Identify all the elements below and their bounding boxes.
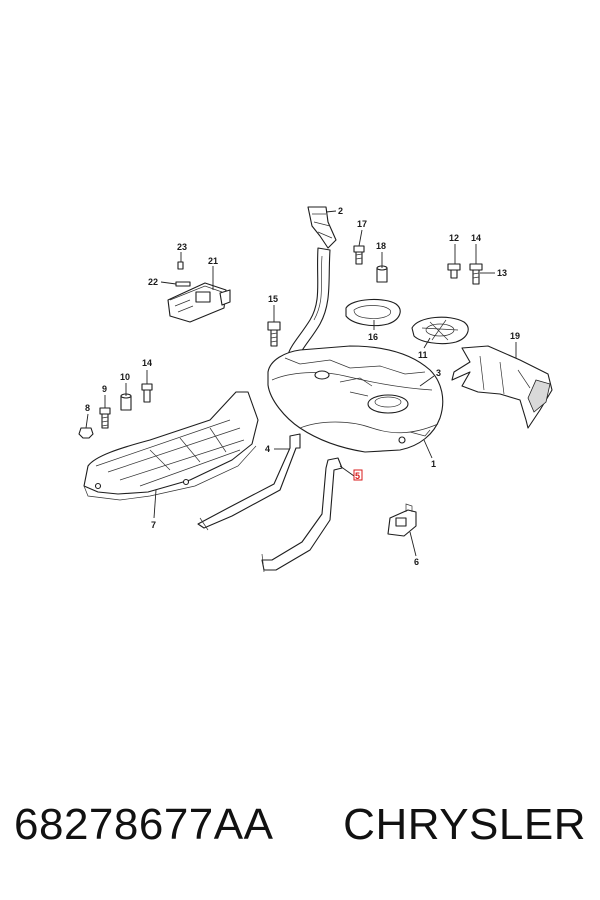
screw-part-12[interactable] — [447, 263, 461, 279]
fuel-tank-part-1[interactable] — [267, 345, 444, 453]
callout-5-highlight-box — [353, 469, 363, 481]
bolt-part-14-right[interactable] — [469, 263, 483, 285]
bolt-part-14-left[interactable] — [141, 383, 153, 403]
callout-18: 18 — [376, 241, 386, 251]
callout-22: 22 — [148, 277, 158, 287]
module-part-21[interactable] — [167, 282, 231, 323]
callout-15: 15 — [268, 294, 278, 304]
spacer-part-10[interactable] — [120, 393, 132, 411]
leader-lines — [85, 210, 517, 557]
exploded-parts-diagram: 23 22 21 2 17 18 12 14 13 15 16 11 19 3 … — [78, 206, 553, 573]
callout-4: 4 — [265, 444, 270, 454]
brand-name: CHRYSLER — [343, 800, 586, 849]
bolt-part-22[interactable] — [175, 281, 191, 287]
strap-part-4[interactable] — [197, 433, 301, 531]
callout-17: 17 — [357, 219, 367, 229]
callout-6: 6 — [414, 557, 419, 567]
callout-19: 19 — [510, 331, 520, 341]
callout-9: 9 — [102, 384, 107, 394]
lock-ring-part-16[interactable] — [345, 299, 401, 327]
callout-1: 1 — [431, 459, 436, 469]
callout-16: 16 — [368, 332, 378, 342]
callout-3: 3 — [436, 368, 441, 378]
callout-13: 13 — [497, 268, 507, 278]
callout-2: 2 — [338, 206, 343, 216]
callout-12: 12 — [449, 233, 459, 243]
callout-11: 11 — [418, 350, 428, 360]
part-number: 68278677AA — [14, 800, 274, 849]
callout-7: 7 — [151, 520, 156, 530]
callout-5: 5 — [355, 471, 360, 481]
callout-21: 21 — [208, 256, 218, 266]
clip-part-6[interactable] — [387, 503, 417, 537]
strap-part-5[interactable] — [261, 457, 343, 573]
bolt-part-9[interactable] — [99, 407, 111, 429]
nut-part-8[interactable] — [78, 427, 94, 439]
spacer-part-18[interactable] — [376, 265, 388, 283]
screw-part-17[interactable] — [353, 245, 365, 265]
screw-part-23[interactable] — [177, 261, 184, 270]
filler-neck-part-2[interactable] — [287, 206, 337, 359]
callout-14-left: 14 — [142, 358, 152, 368]
bolt-part-15[interactable] — [267, 321, 281, 347]
callout-23: 23 — [177, 242, 187, 252]
caption-bar: 68278677AA CHRYSLER — [0, 800, 600, 860]
skid-plate-part-7[interactable] — [83, 391, 259, 501]
heat-shield-part-19[interactable] — [451, 345, 553, 429]
callout-14-right: 14 — [471, 233, 481, 243]
pump-cover-part-11[interactable] — [411, 316, 469, 345]
callout-8: 8 — [85, 403, 90, 413]
callout-10: 10 — [120, 372, 130, 382]
